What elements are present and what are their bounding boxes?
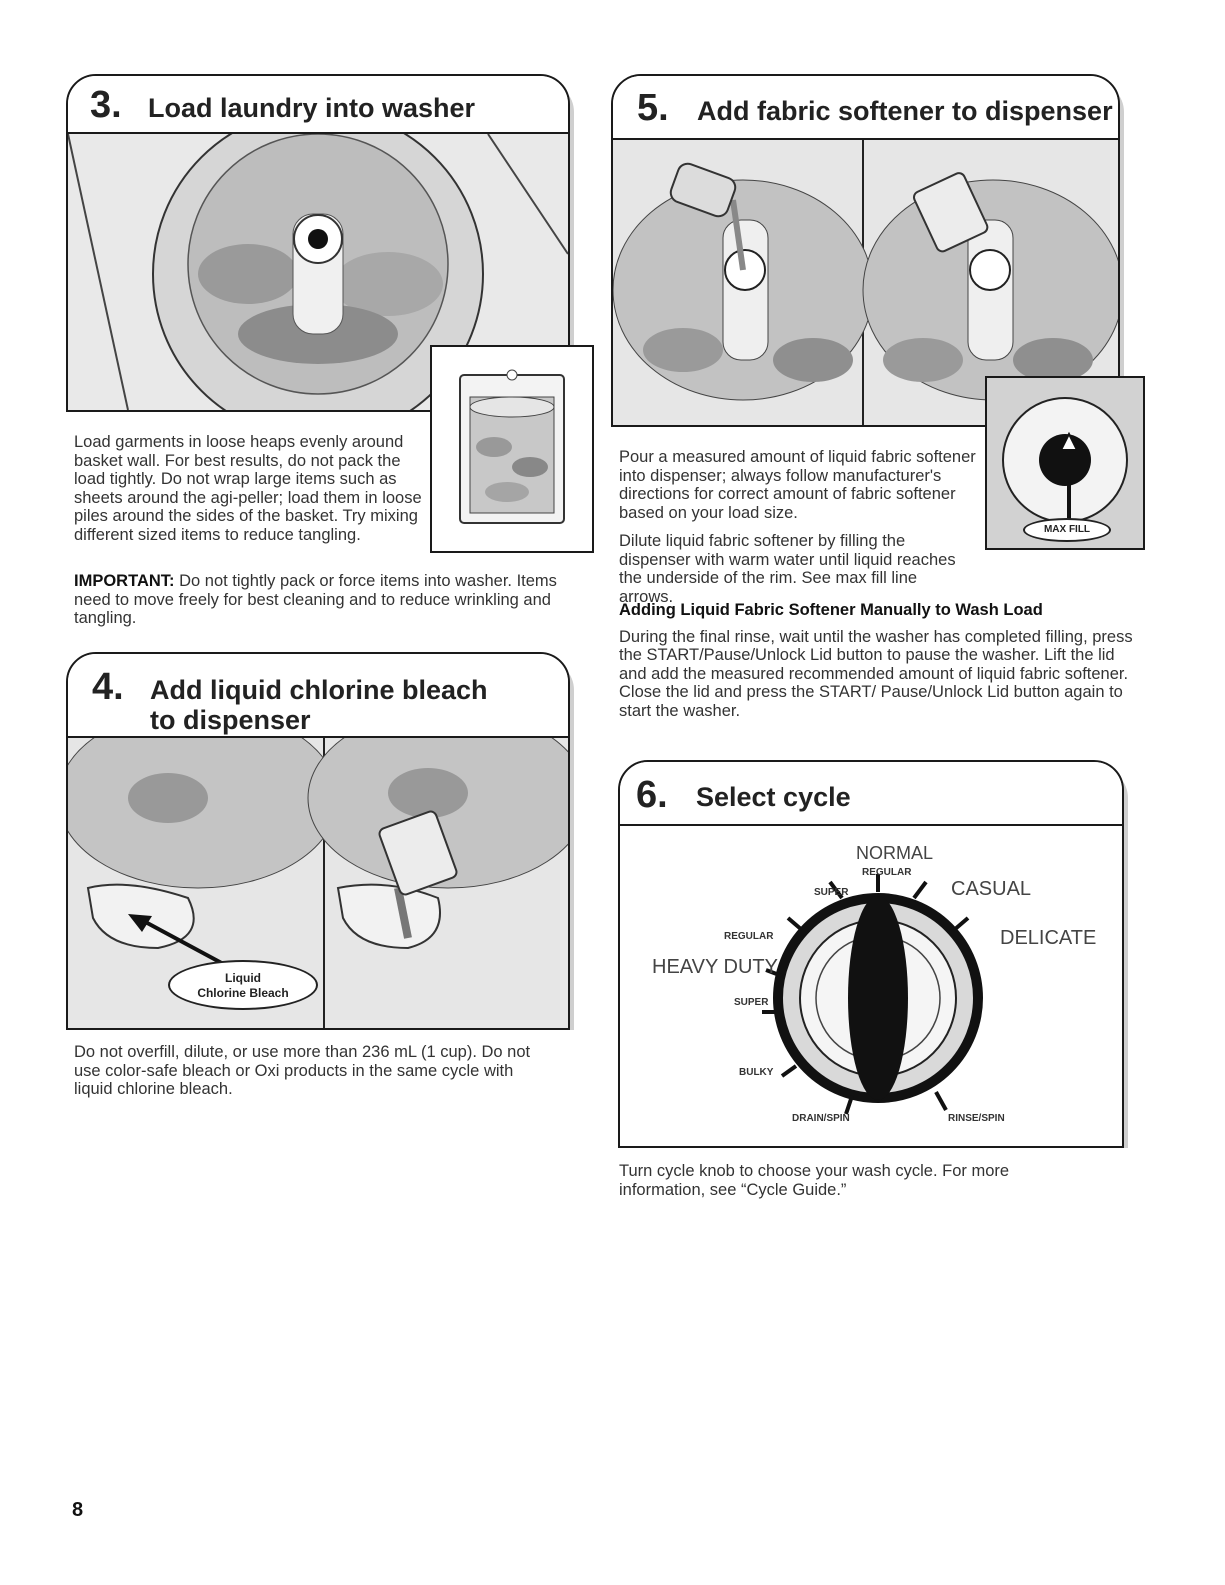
important-text: Do not tightly pack or force items into … <box>74 572 557 627</box>
step4-paragraph: Do not overfill, dilute, or use more tha… <box>74 1043 531 1098</box>
step3-title: Load laundry into washer <box>148 93 476 123</box>
step5-subheading: Adding Liquid Fabric Softener Manually t… <box>619 601 1043 619</box>
dial-normal: NORMAL <box>856 843 934 863</box>
step5-title: Add fabric softener to dispenser <box>697 96 1113 126</box>
step6-panel: 6. Select cycle NORMAL REGULAR SUPER <box>618 760 1124 1148</box>
step6-title: Select cycle <box>696 782 851 812</box>
bleach-callout: Liquid Chlorine Bleach <box>168 960 318 1010</box>
step4-title-line2: to dispenser <box>150 705 311 735</box>
callout-line2: Chlorine Bleach <box>197 986 289 1000</box>
dial-rinse-spin: RINSE/SPIN <box>948 1113 1005 1124</box>
step3-text: Load garments in loose heaps evenly arou… <box>74 433 429 550</box>
important-label: IMPORTANT: <box>74 572 175 590</box>
callout-line1: Liquid <box>225 971 261 985</box>
dial-drain-spin: DRAIN/SPIN <box>792 1113 850 1124</box>
softener-dispenser-illustration <box>613 140 1118 425</box>
step4-panel: 4. Add liquid chlorine bleach to dispens… <box>66 652 570 1030</box>
dial-delicate: DELICATE <box>1000 927 1097 949</box>
step3-important: IMPORTANT: Do not tightly pack or force … <box>74 572 574 634</box>
bleach-dispenser-illustration <box>68 738 568 1028</box>
max-fill-callout: MAX FILL <box>1023 518 1111 542</box>
step6-number: 6. <box>636 774 668 816</box>
step5-text2: Dilute liquid fabric softener by filling… <box>619 532 1124 612</box>
step5-manual: Adding Liquid Fabric Softener Manually t… <box>619 601 1139 726</box>
step5-paragraph2: Dilute liquid fabric softener by filling… <box>619 532 956 606</box>
step6-text: Turn cycle knob to choose your wash cycl… <box>619 1162 1079 1205</box>
step5-paragraph1: Pour a measured amount of liquid fabric … <box>619 448 976 522</box>
dial-super-top: SUPER <box>814 887 849 898</box>
step4-title-line1: Add liquid chlorine bleach <box>150 675 488 705</box>
page-number: 8 <box>72 1499 84 1521</box>
step4-text: Do not overfill, dilute, or use more tha… <box>74 1043 544 1105</box>
step6-paragraph: Turn cycle knob to choose your wash cycl… <box>619 1162 1010 1199</box>
step3-number: 3. <box>90 84 122 126</box>
step5-panel: 5. Add fabric softener to dispenser <box>611 74 1120 427</box>
step5-text: Pour a measured amount of liquid fabric … <box>619 448 979 528</box>
step5-number: 5. <box>637 87 669 129</box>
step4-number: 4. <box>92 666 124 708</box>
dial-heavy-duty: HEAVY DUTY <box>652 956 778 978</box>
washer-inset <box>430 345 594 553</box>
max-fill-inset: MAX FILL <box>985 376 1145 550</box>
dial-regular-left: REGULAR <box>724 931 774 942</box>
step5-paragraph3: During the final rinse, wait until the w… <box>619 627 1133 720</box>
dial-super-left: SUPER <box>734 997 769 1008</box>
cycle-dial: NORMAL REGULAR SUPER CASUAL REGULAR DELI… <box>620 826 1122 1146</box>
dial-bulky: BULKY <box>739 1067 774 1078</box>
dial-regular-top: REGULAR <box>862 867 912 878</box>
step3-paragraph: Load garments in loose heaps evenly arou… <box>74 433 422 544</box>
dial-casual: CASUAL <box>951 878 1032 900</box>
